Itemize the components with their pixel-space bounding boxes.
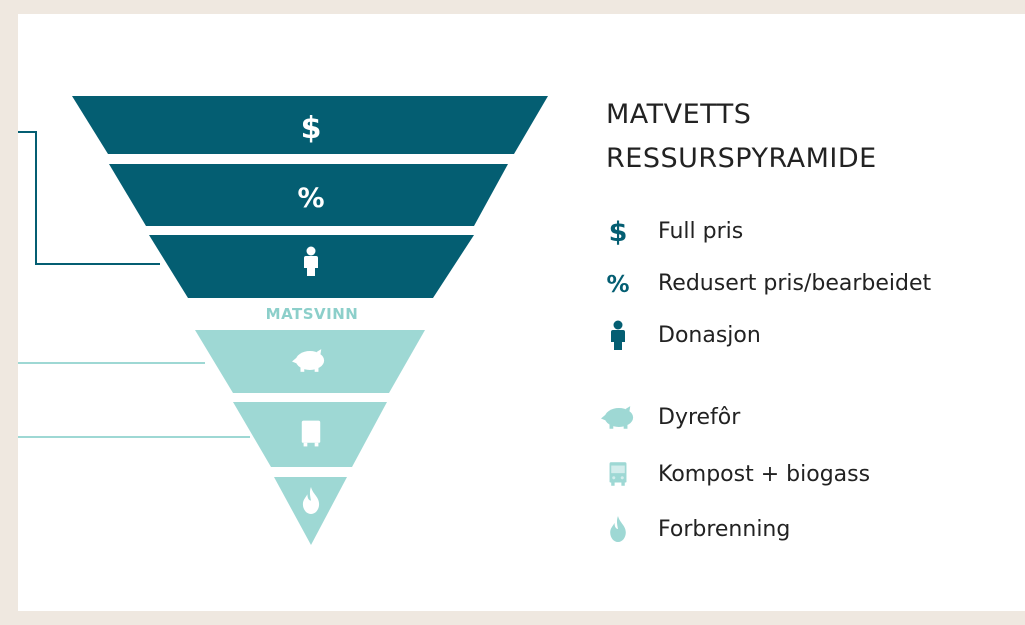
bin-icon	[600, 457, 636, 491]
legend-item-reduced-price: % Redusert pris/bearbeidet	[600, 266, 931, 300]
dollar-icon: dollar-icon $	[600, 214, 636, 248]
flame-icon	[600, 512, 636, 546]
connector-line-donation	[18, 131, 160, 265]
bin-icon	[301, 420, 321, 447]
frame-top	[0, 0, 1025, 14]
title-line-2: RESSURSPYRAMIDE	[606, 143, 877, 174]
svg-text:$: $	[609, 217, 628, 248]
legend-item-compost: Kompost + biogass	[600, 457, 870, 491]
svg-text:%: %	[606, 272, 629, 298]
legend-item-full-price: dollar-icon $ Full pris	[600, 214, 744, 248]
legend-label: Full pris	[658, 218, 744, 244]
legend-label: Kompost + biogass	[658, 461, 871, 487]
person-icon	[600, 318, 636, 352]
legend-item-donation: Donasjon	[600, 318, 761, 352]
legend-label: Redusert pris/bearbeidet	[658, 270, 932, 296]
legend-label: Forbrenning	[658, 516, 791, 542]
legend-item-animal-feed: Dyrefôr	[600, 400, 740, 434]
pyramid-level-reduced-price	[109, 164, 508, 226]
legend-item-incineration: Forbrenning	[600, 512, 790, 546]
percent-icon: %	[600, 266, 636, 300]
dollar-icon: $	[301, 111, 322, 146]
pig-icon	[600, 400, 636, 434]
pyramid-level-full-price	[72, 96, 548, 154]
percent-icon: %	[297, 183, 324, 214]
matsvinn-label: MATSVINN	[266, 305, 359, 323]
frame-bottom	[0, 611, 1025, 625]
page-title: MATVETTS RESSURSPYRAMIDE	[606, 93, 877, 181]
legend-label: Dyrefôr	[658, 404, 741, 430]
frame-left	[0, 0, 18, 625]
legend-label: Donasjon	[658, 322, 761, 348]
title-line-1: MATVETTS	[606, 99, 752, 130]
